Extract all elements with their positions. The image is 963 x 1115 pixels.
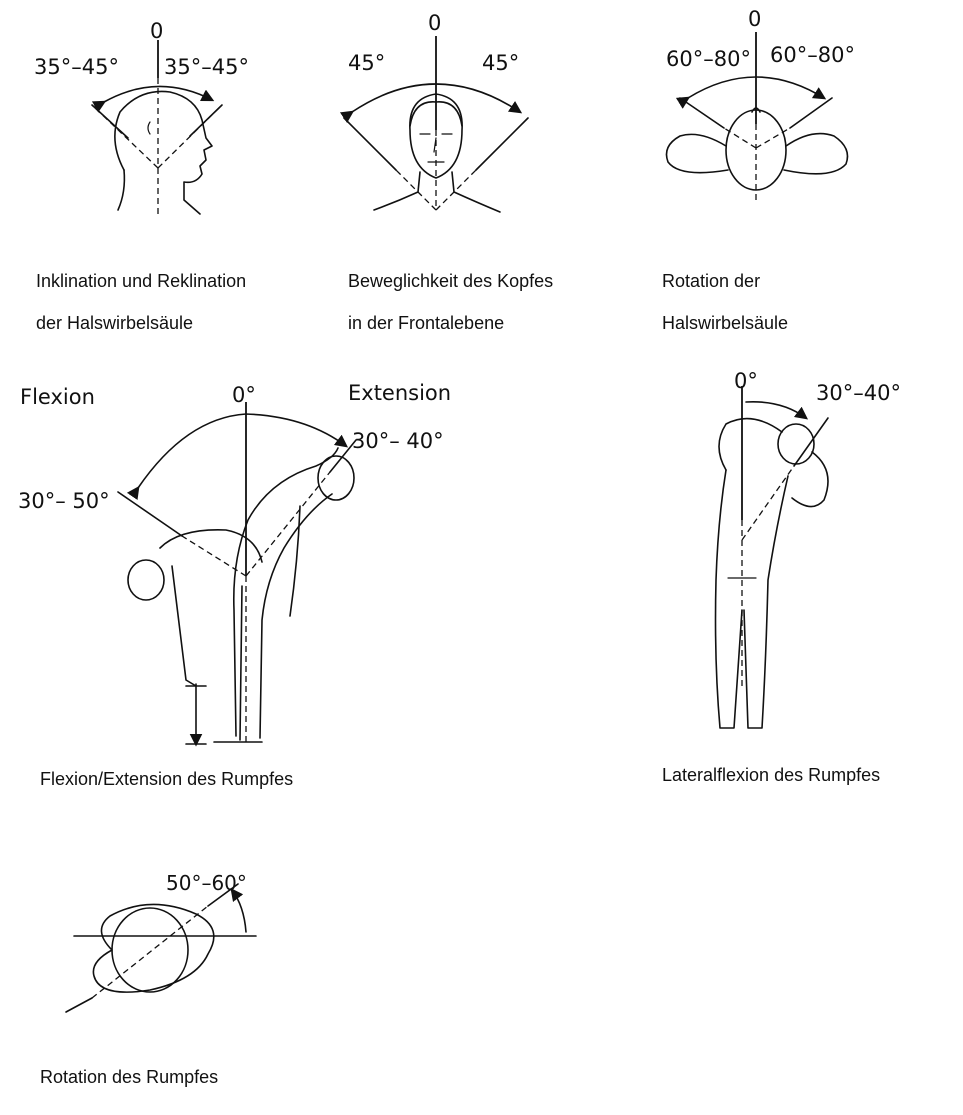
neck-flexion-right-limit [190, 105, 222, 136]
trunk-rotation-range-label: 50°–60° [166, 871, 247, 895]
lateral-figure-right-side [744, 476, 788, 728]
flexion-range-label: 30°– 50° [18, 489, 110, 513]
trunk-lateral-panel: 0° 30°–40° [716, 369, 901, 728]
neck-rotation-caption-line2: Halswirbelsäule [662, 300, 788, 346]
trunk-lateral-limit-line [794, 418, 828, 466]
flexion-label: Flexion [20, 385, 95, 409]
neck-rotation-caption-line1: Rotation der [662, 258, 760, 304]
flexed-figure-arm [172, 566, 196, 686]
trunk-flexion-limit-line [118, 492, 182, 536]
extended-figure-head [318, 456, 354, 500]
neck-flexion-zero-label: 0 [150, 19, 163, 43]
rotation-figure-head [112, 908, 188, 992]
lateral-figure-left-side [716, 470, 743, 728]
head-frontal-left-limit [344, 118, 396, 170]
head-frontal-caption-line2: in der Frontalebene [348, 300, 504, 346]
trunk-rotation-panel: 50°–60° [66, 871, 256, 1012]
extension-label: Extension [348, 381, 451, 405]
trunk-flexion-caption: Flexion/Extension des Rumpfes [40, 756, 293, 802]
lateral-figure-head [778, 424, 814, 464]
neck-rotation-right-limit [790, 98, 832, 128]
neck-flexion-panel: 0 35°–45° 35°–45° [34, 19, 249, 218]
trunk-lateral-range-label: 30°–40° [816, 381, 901, 405]
rotation-figure-shoulders [93, 904, 213, 992]
trunk-lateral-zero-label: 0° [734, 369, 758, 393]
head-frontal-right-label: 45° [482, 51, 519, 75]
lateral-figure-left-arm [719, 419, 782, 470]
neck-rotation-zero-label: 0 [748, 7, 761, 31]
neck-rotation-panel: 0 60°–80° 60°–80° [666, 7, 855, 200]
flexed-figure-head [128, 560, 164, 600]
trunk-flexion-zero-label: 0° [232, 383, 256, 407]
right-shoulder [452, 172, 500, 212]
extension-range-label: 30°– 40° [352, 429, 444, 453]
neck-rotation-left-limit [680, 98, 724, 128]
neck-flexion-caption-line1: Inklination und Reklination [36, 258, 246, 304]
neck-flexion-left-label: 35°–45° [34, 55, 119, 79]
trunk-rotation-caption: Rotation des Rumpfes [40, 1054, 218, 1100]
trunk-flexion-arc [138, 414, 346, 488]
right-shoulder-top [784, 134, 848, 174]
left-shoulder [374, 172, 420, 210]
ear-icon [148, 122, 150, 134]
head-frontal-caption-line1: Beweglichkeit des Kopfes [348, 258, 553, 304]
extended-figure-arm [290, 506, 300, 616]
trunk-rotation-arc [232, 890, 246, 932]
head-frontal-zero-label: 0 [428, 11, 441, 35]
trunk-lateral-caption: Lateralflexion des Rumpfes [662, 752, 880, 798]
trunk-lateral-arc [746, 402, 806, 418]
left-shoulder-top [667, 134, 729, 172]
trunk-flexion-panel: Flexion 0° Extension 30°– 40° 30°– 50° [18, 381, 451, 744]
head-profile-outline [115, 91, 212, 214]
extended-figure-front [260, 494, 332, 738]
head-frontal-panel: 0 45° 45° [344, 11, 528, 212]
neck-rotation-right-label: 60°–80° [770, 43, 855, 67]
neck-flexion-right-label: 35°–45° [164, 55, 249, 79]
head-frontal-left-label: 45° [348, 51, 385, 75]
neck-flexion-caption-line2: der Halswirbelsäule [36, 300, 193, 346]
neck-rotation-left-label: 60°–80° [666, 47, 751, 71]
head-frontal-right-limit [476, 118, 528, 170]
